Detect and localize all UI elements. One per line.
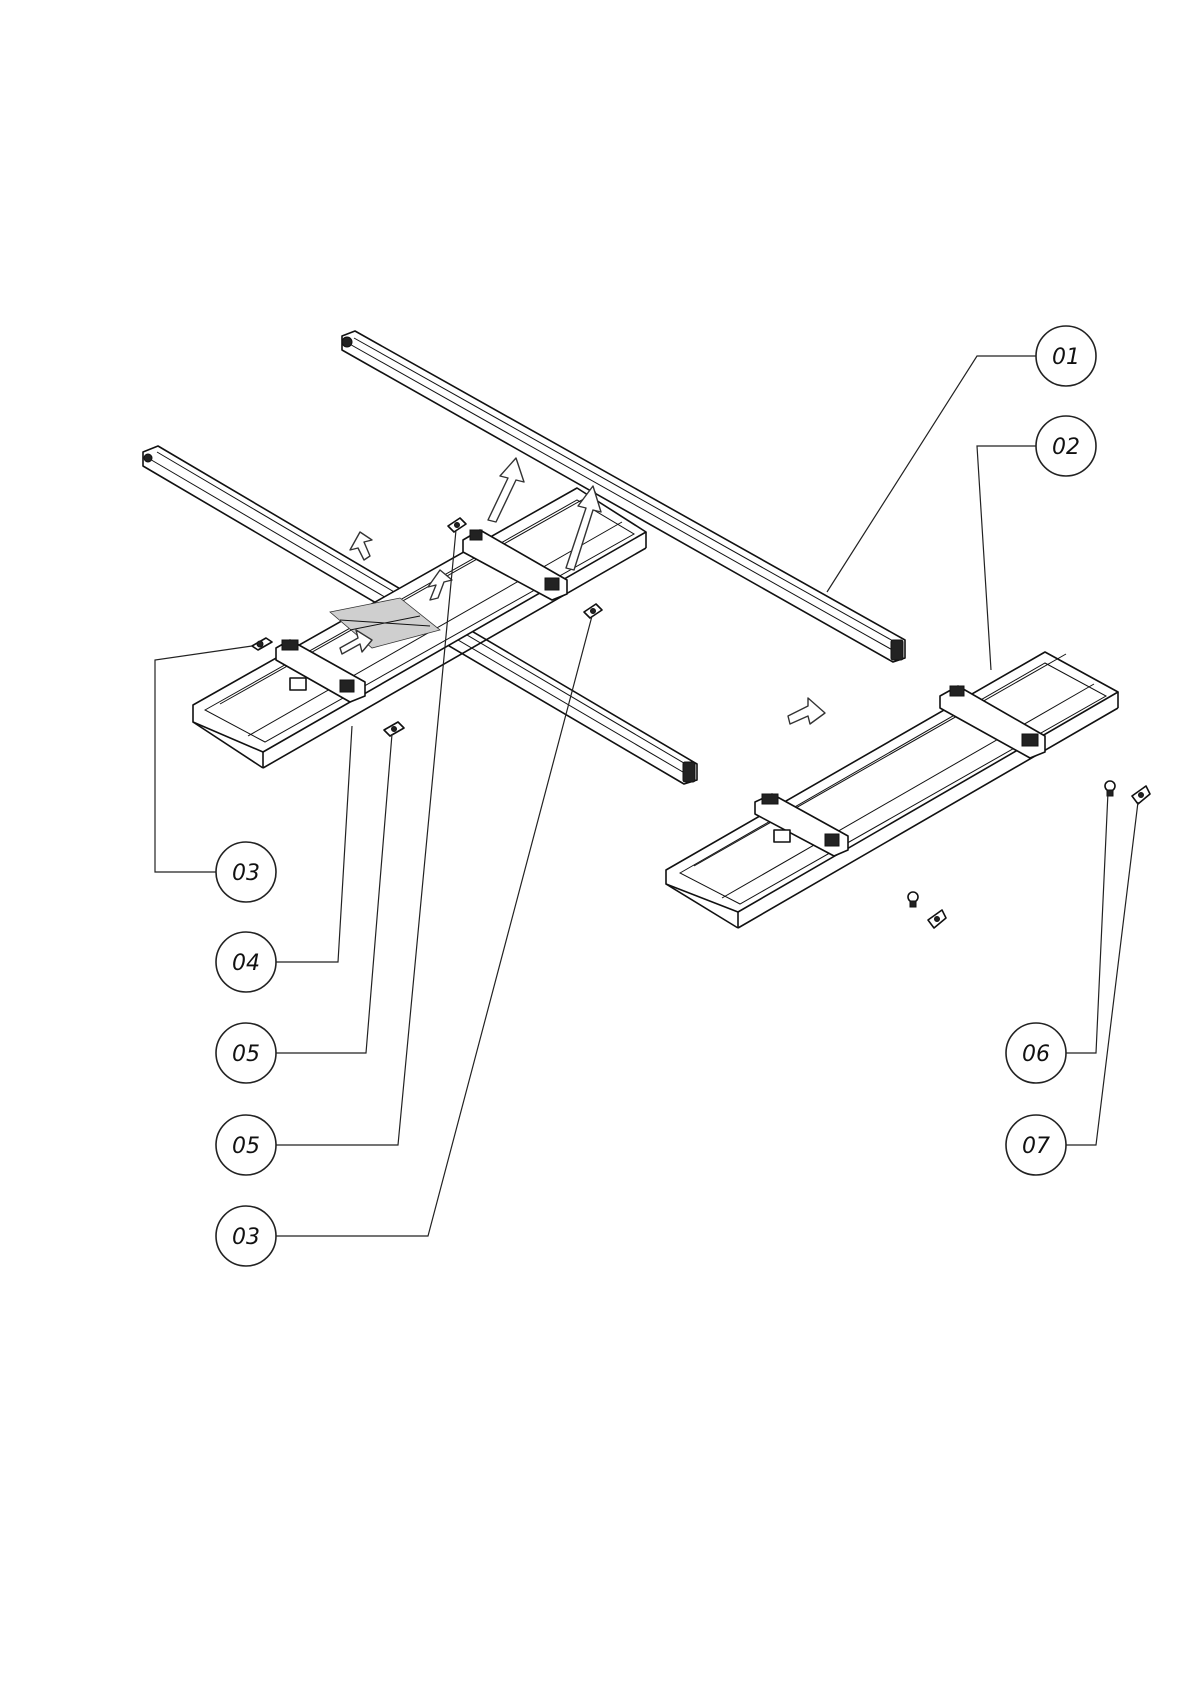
- shift-arrow-icon: [788, 698, 825, 724]
- svg-text:04: 04: [232, 951, 260, 976]
- callout-07: 07: [1006, 1115, 1066, 1175]
- svg-text:01: 01: [1052, 345, 1080, 370]
- callout-03-lower: 03: [216, 1206, 276, 1266]
- leader-06: [1066, 792, 1108, 1053]
- plate-07: [1132, 786, 1150, 804]
- bracket-03-left: [252, 638, 272, 650]
- svg-text:03: 03: [232, 861, 260, 886]
- callout-03-upper: 03: [216, 842, 276, 902]
- leader-05a: [275, 734, 392, 1053]
- bolt-06: [1105, 781, 1115, 796]
- callout-01: 01: [1036, 326, 1096, 386]
- leader-lines: [155, 356, 1138, 1236]
- leader-07: [1066, 802, 1138, 1145]
- plate-07-loose: [928, 910, 946, 928]
- svg-text:02: 02: [1052, 435, 1080, 460]
- svg-text:05: 05: [232, 1134, 260, 1159]
- bracket-05-upper: [448, 518, 466, 532]
- bolt-06-loose: [908, 892, 918, 907]
- svg-text:03: 03: [232, 1225, 260, 1250]
- callout-05-lower: 05: [216, 1115, 276, 1175]
- leader-02: [977, 446, 1036, 670]
- callout-02: 02: [1036, 416, 1096, 476]
- svg-text:06: 06: [1022, 1042, 1050, 1067]
- bracket-05-lower: [384, 722, 404, 736]
- svg-text:07: 07: [1022, 1134, 1050, 1159]
- leader-04: [275, 726, 352, 962]
- svg-text:05: 05: [232, 1042, 260, 1067]
- callout-04: 04: [216, 932, 276, 992]
- bracket-03-right: [584, 604, 602, 618]
- leader-01: [827, 356, 1036, 592]
- right-frame-assembly: [666, 652, 1118, 928]
- callout-05-upper: 05: [216, 1023, 276, 1083]
- callout-06: 06: [1006, 1023, 1066, 1083]
